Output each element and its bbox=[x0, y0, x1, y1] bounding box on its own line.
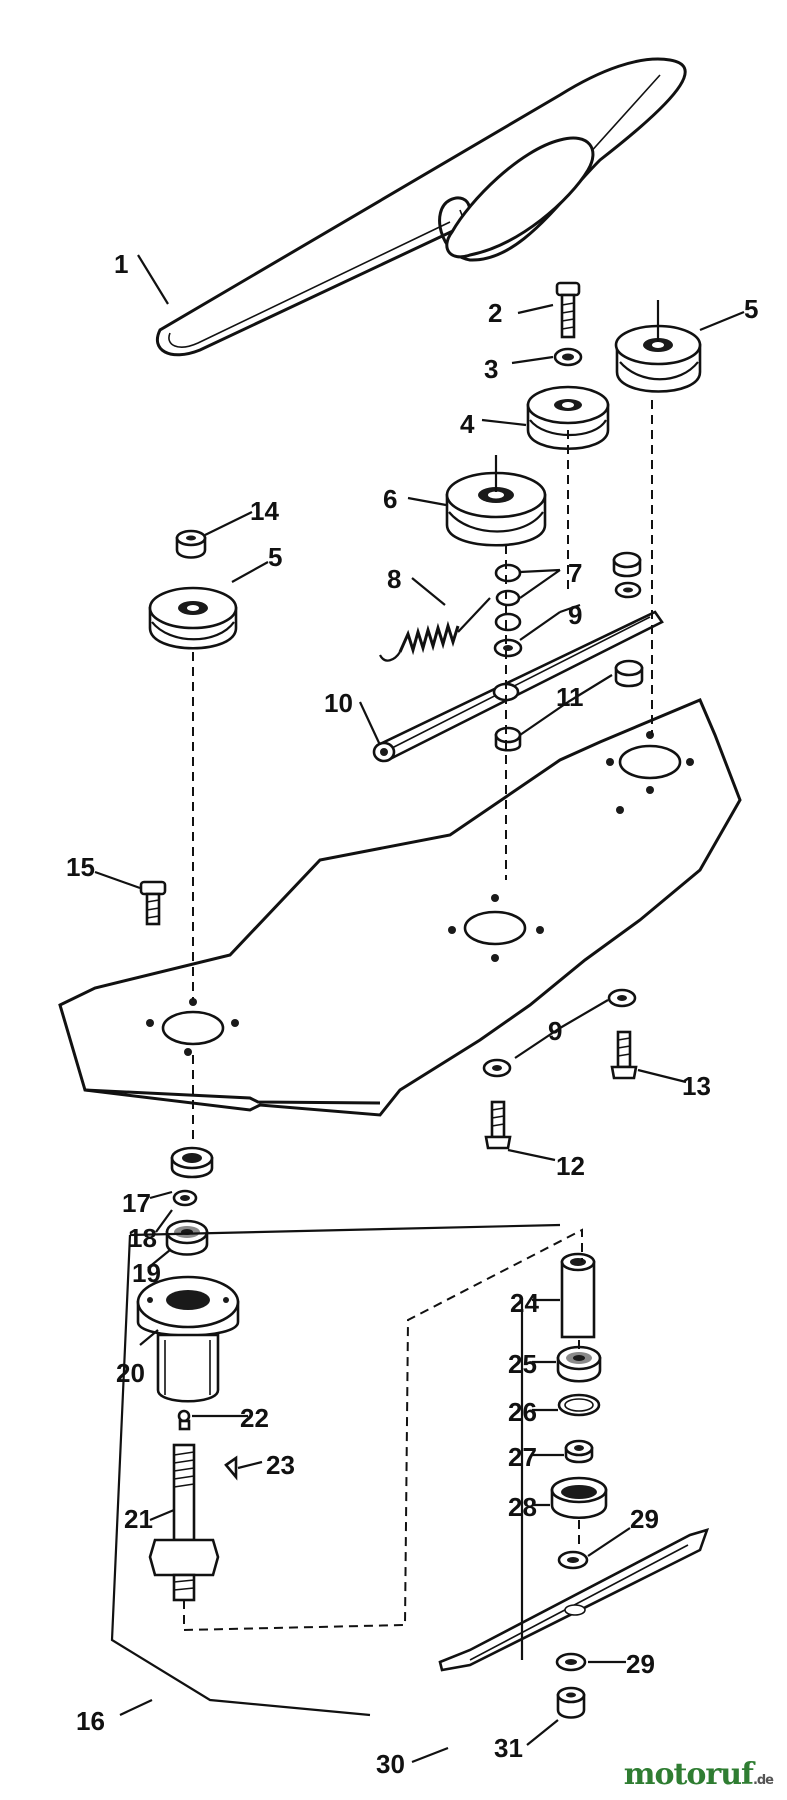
seal-18 bbox=[172, 1189, 198, 1207]
cup-28 bbox=[550, 1476, 608, 1520]
callout-30: 30 bbox=[376, 1749, 405, 1779]
spindle-shaft-21 bbox=[148, 1443, 220, 1602]
callout-28: 28 bbox=[508, 1492, 537, 1522]
callout-16: 16 bbox=[76, 1706, 105, 1736]
callout-12: 12 bbox=[556, 1151, 585, 1181]
callout-25: 25 bbox=[508, 1349, 537, 1379]
motoruf-logo: motoruf.de bbox=[623, 1757, 774, 1792]
callout-19: 19 bbox=[132, 1258, 161, 1288]
bearing-17 bbox=[170, 1146, 214, 1179]
callout-3: 3 bbox=[484, 354, 498, 384]
washer-3 bbox=[553, 347, 583, 367]
callout-18: 18 bbox=[128, 1223, 157, 1253]
callout-1: 1 bbox=[114, 249, 128, 279]
callout-22: 22 bbox=[240, 1403, 269, 1433]
nut-14 bbox=[175, 529, 207, 559]
key-23 bbox=[224, 1455, 238, 1481]
bolt-15 bbox=[139, 880, 167, 926]
callout-15: 15 bbox=[66, 852, 95, 882]
seal-27 bbox=[564, 1439, 594, 1464]
callout-26: 26 bbox=[508, 1397, 537, 1427]
bolt-12 bbox=[484, 1100, 512, 1150]
callout-5-left: 5 bbox=[268, 542, 282, 572]
callout-10: 10 bbox=[324, 688, 353, 718]
retaining-ring-26 bbox=[557, 1393, 601, 1417]
right-nut-stack bbox=[612, 551, 644, 688]
callout-7: 7 bbox=[568, 558, 582, 588]
blade-30 bbox=[438, 1528, 710, 1672]
pulley-6 bbox=[445, 455, 547, 547]
callout-27: 27 bbox=[508, 1442, 537, 1472]
callout-20: 20 bbox=[116, 1358, 145, 1388]
tension-spring-8 bbox=[379, 597, 491, 662]
logo-text: motoruf bbox=[623, 1757, 754, 1792]
callout-9-upper: 9 bbox=[568, 600, 582, 630]
bearing-19 bbox=[165, 1219, 209, 1256]
bearing-25 bbox=[556, 1345, 602, 1383]
callout-8: 8 bbox=[387, 564, 401, 594]
callout-5-right: 5 bbox=[744, 294, 758, 324]
mower-deck bbox=[58, 698, 742, 1117]
idler-pulley-4 bbox=[526, 385, 610, 451]
bolt-13 bbox=[610, 1030, 638, 1080]
callout-9-lower: 9 bbox=[548, 1016, 562, 1046]
pulley-5-left bbox=[148, 586, 238, 650]
bolt-2 bbox=[555, 281, 581, 339]
callout-6: 6 bbox=[383, 484, 397, 514]
callout-23: 23 bbox=[266, 1450, 295, 1480]
callout-29-upper: 29 bbox=[630, 1504, 659, 1534]
callout-29-lower: 29 bbox=[626, 1649, 655, 1679]
spindle-housing-20 bbox=[136, 1275, 240, 1403]
callout-2: 2 bbox=[488, 298, 502, 328]
logo-tld: .de bbox=[752, 1773, 774, 1788]
spacer-tube-24 bbox=[560, 1252, 596, 1339]
callout-labels: 1 2 3 4 5 5 6 7 8 9 9 10 11 12 13 14 15 … bbox=[66, 249, 758, 1779]
washer-9-lower bbox=[482, 1058, 512, 1078]
callout-13: 13 bbox=[682, 1071, 711, 1101]
grease-fitting-22 bbox=[177, 1409, 191, 1431]
leader-lines bbox=[94, 254, 745, 1764]
callout-24: 24 bbox=[510, 1288, 539, 1318]
callout-4: 4 bbox=[460, 409, 475, 439]
idler-arm-10 bbox=[372, 610, 664, 763]
callout-14: 14 bbox=[250, 496, 279, 526]
callout-31: 31 bbox=[494, 1733, 523, 1763]
pulley-5-right bbox=[614, 300, 702, 393]
callout-17: 17 bbox=[122, 1188, 151, 1218]
callout-11: 11 bbox=[556, 682, 584, 712]
washer-29-upper bbox=[557, 1550, 589, 1570]
spacer-stack-7 bbox=[492, 563, 523, 752]
washer-upper-13 bbox=[607, 988, 637, 1008]
nut-31 bbox=[556, 1686, 586, 1719]
washer-29-lower bbox=[555, 1652, 587, 1672]
callout-21: 21 bbox=[124, 1504, 153, 1534]
drive-belt bbox=[156, 57, 687, 357]
